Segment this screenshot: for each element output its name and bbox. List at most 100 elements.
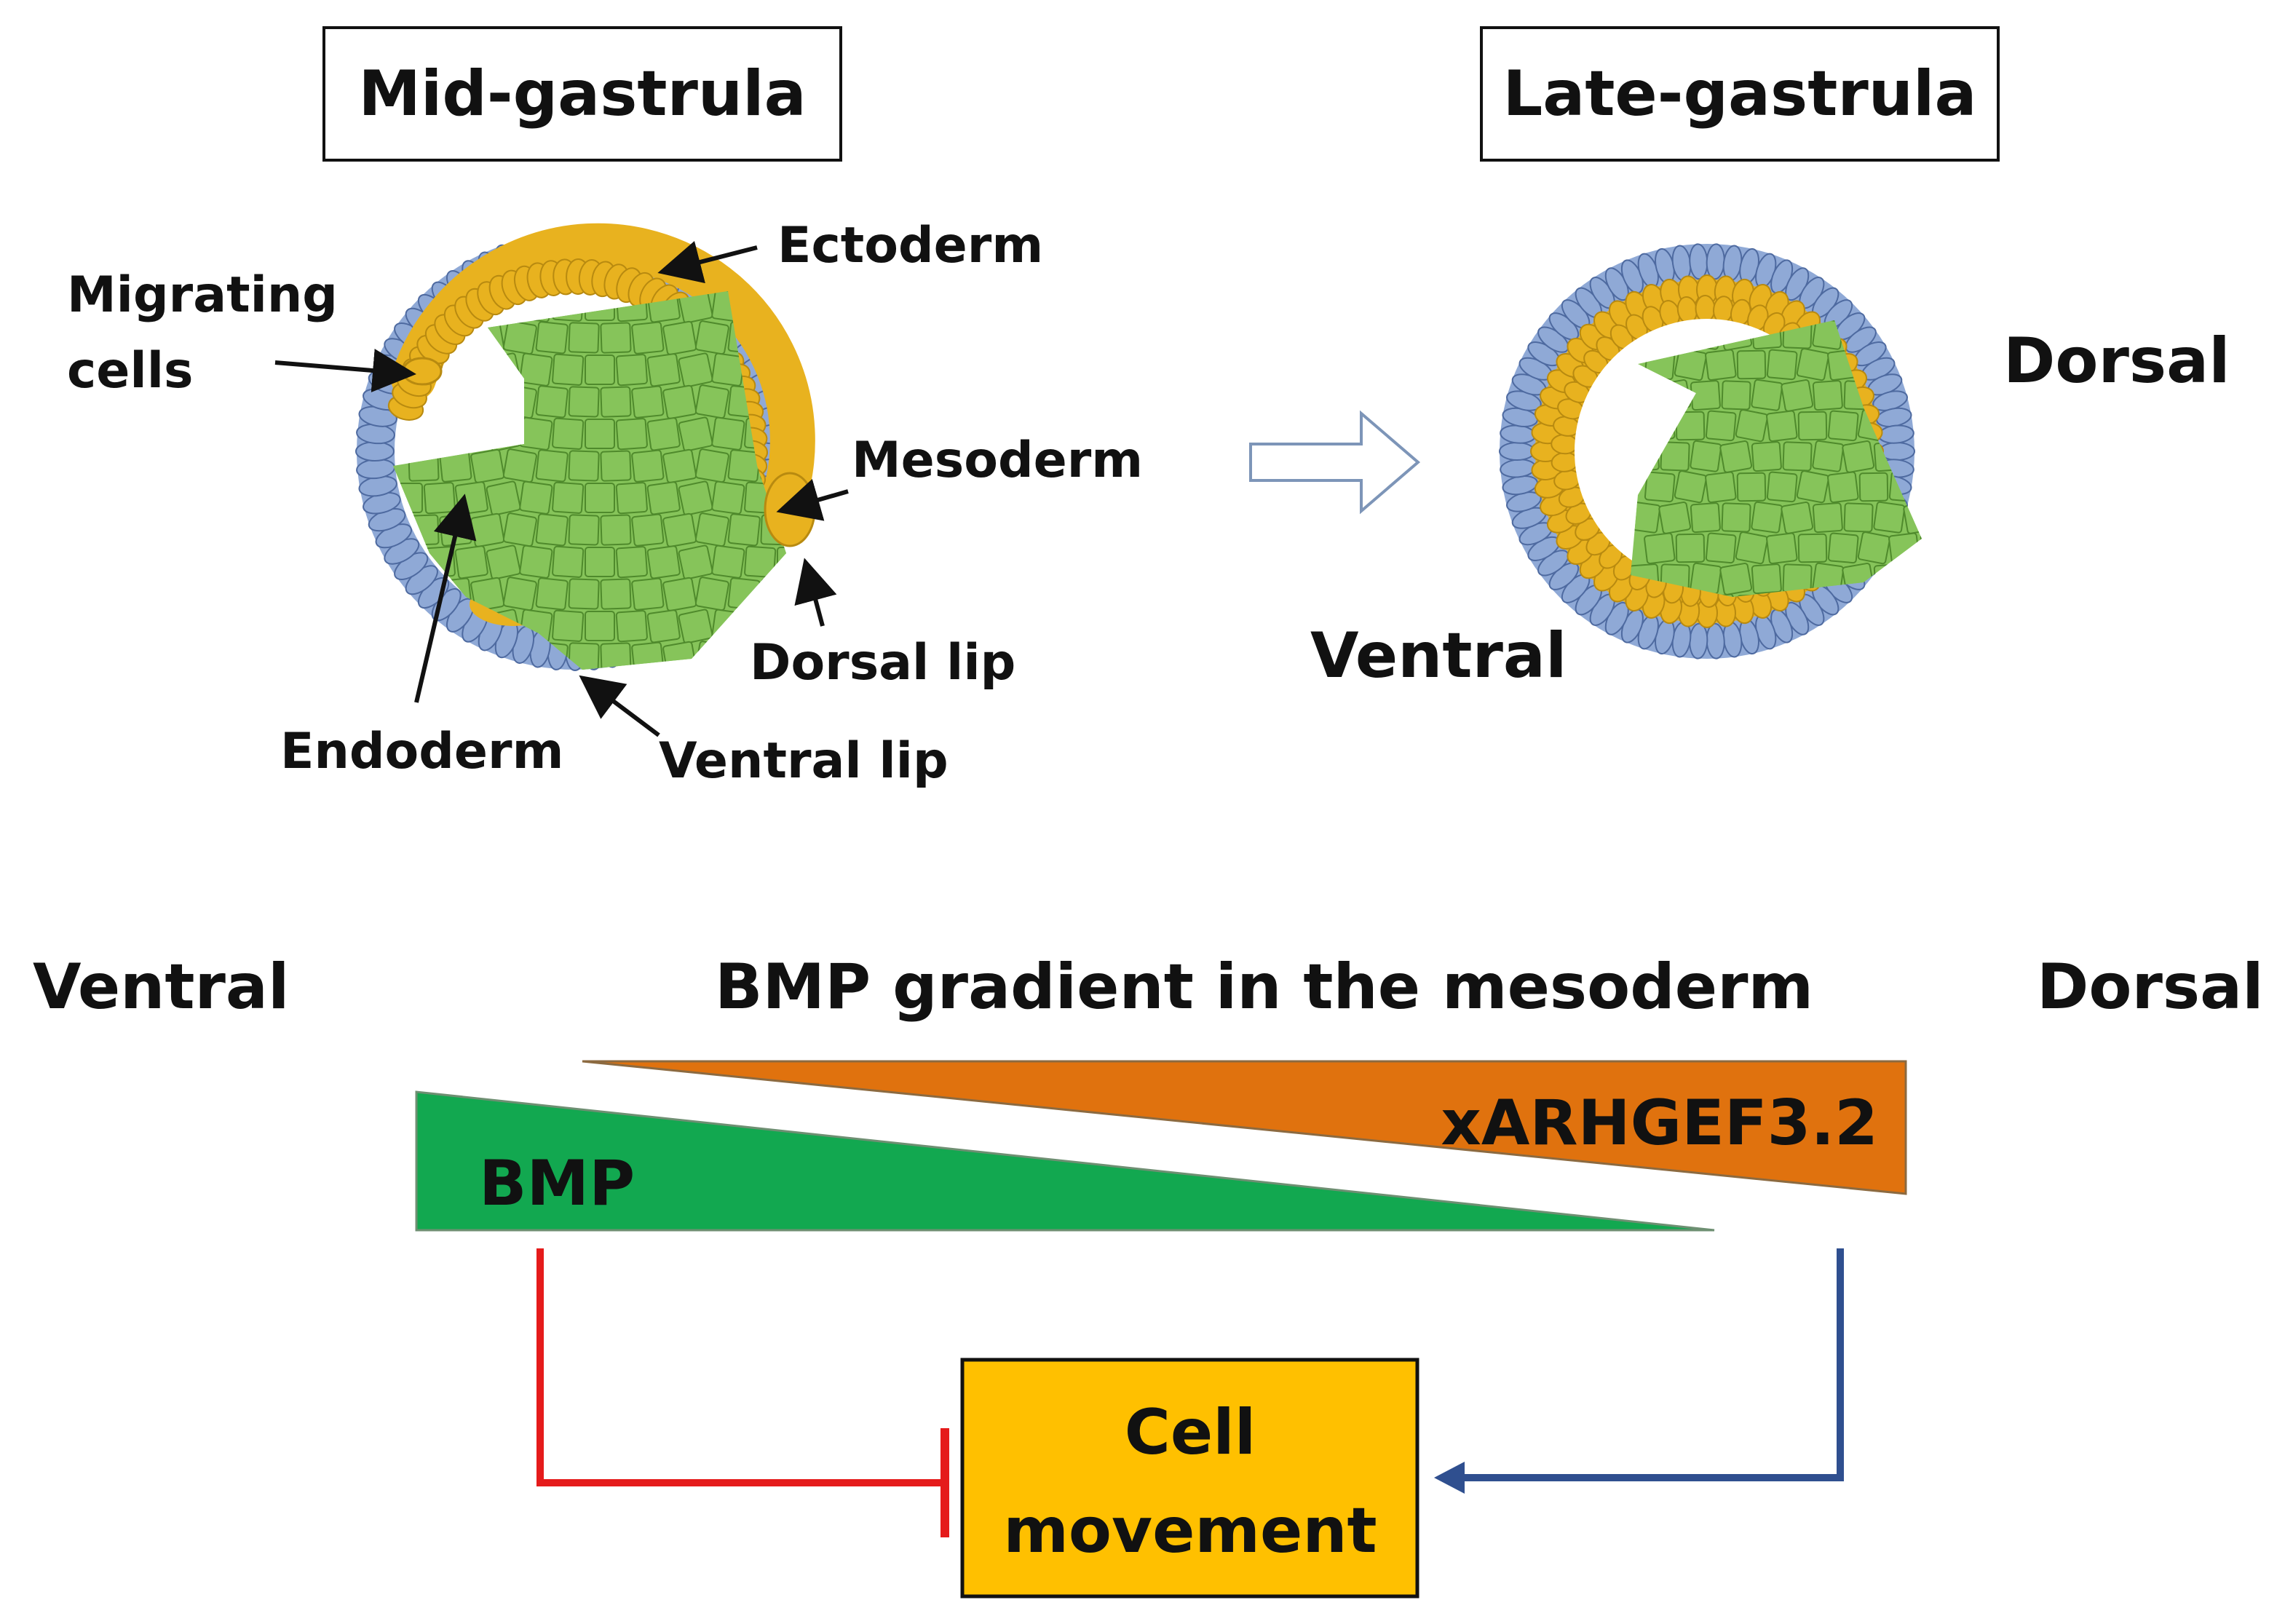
endoderm-cell	[760, 578, 786, 610]
late-gastrula-embryo	[1499, 243, 1922, 659]
endoderm-cell	[678, 352, 713, 388]
endoderm-cell	[694, 512, 729, 547]
endoderm-cell	[1797, 411, 1828, 441]
endoderm-cell	[617, 675, 648, 706]
endoderm-cell	[502, 320, 537, 355]
arrow-endoderm	[414, 494, 477, 703]
endoderm-cell	[535, 321, 569, 354]
arrow-ectoderm	[657, 241, 758, 284]
endoderm-cell	[1827, 471, 1859, 503]
endoderm-cell	[615, 354, 648, 387]
endoderm-cell	[552, 481, 585, 514]
endoderm-cell	[1675, 533, 1706, 563]
endoderm-cell	[727, 513, 761, 547]
endoderm-cell	[486, 480, 521, 516]
endoderm-cell	[744, 545, 777, 578]
endoderm-cell	[777, 291, 786, 321]
endoderm-cell	[694, 320, 729, 355]
late-ectoderm-cells	[1499, 243, 1915, 659]
endoderm-cell	[1920, 533, 1922, 563]
endoderm-cell	[711, 480, 745, 515]
endoderm-cell	[1843, 502, 1874, 533]
endoderm-cell	[470, 512, 505, 547]
endoderm-cell	[519, 544, 553, 579]
endoderm-cell	[1735, 531, 1769, 565]
endoderm-cell	[439, 641, 472, 670]
endoderm-cell	[662, 320, 697, 355]
endoderm-cell	[600, 642, 632, 670]
endoderm-cell	[519, 352, 553, 387]
arrow-migrating-cells	[274, 349, 416, 392]
endoderm-cell	[1736, 349, 1767, 380]
endoderm-cell	[568, 578, 600, 610]
endoderm-cell	[1766, 349, 1798, 381]
endoderm-cell	[502, 448, 537, 483]
endoderm-cell	[646, 481, 681, 515]
endoderm-cell	[1719, 440, 1753, 473]
endoderm-cell	[1920, 411, 1922, 441]
endoderm-cell	[519, 480, 553, 515]
endoderm-cell	[568, 514, 600, 546]
endoderm-cell	[568, 450, 600, 482]
endoderm-cell	[1827, 532, 1859, 564]
endoderm-cell	[1721, 380, 1751, 411]
endoderm-cell	[678, 480, 713, 516]
endoderm-cell	[694, 384, 729, 419]
endoderm-cell	[502, 577, 537, 611]
endoderm-cell	[600, 514, 632, 546]
endoderm-cell	[615, 482, 648, 515]
endoderm-cell	[585, 547, 615, 577]
endoderm-cell	[519, 416, 553, 451]
endoderm-cell	[1705, 349, 1737, 381]
endoderm-cell	[631, 449, 665, 483]
endoderm-cell	[1690, 502, 1721, 534]
arrow-dorsal-lip	[794, 558, 837, 627]
ectoderm-cell	[1499, 442, 1535, 461]
cell-movement-line2: movement	[1003, 1494, 1377, 1567]
endoderm-cell	[1888, 593, 1920, 597]
endoderm-cell	[454, 545, 488, 579]
endoderm-cell	[1766, 410, 1798, 442]
label-mesoderm: Mesoderm	[852, 432, 1143, 489]
late-gastrula-title-box: Late-gastrula	[1480, 26, 2000, 162]
endoderm-cell	[647, 674, 680, 707]
bmp-inhibition-line	[536, 1248, 945, 1486]
endoderm-cell	[393, 611, 423, 641]
endoderm-cell	[1735, 409, 1769, 443]
endoderm-cell	[646, 545, 681, 579]
label-ectoderm: Ectoderm	[777, 217, 1043, 274]
endoderm-cell	[1658, 502, 1692, 534]
endoderm-cell	[631, 577, 665, 611]
endoderm-cell	[1751, 563, 1782, 595]
endoderm-cell	[535, 513, 569, 547]
mid-gastrula-title: Mid-gastrula	[358, 58, 806, 130]
label-ventral-lip: Ventral lip	[659, 732, 949, 790]
endoderm-cell	[662, 384, 697, 419]
endoderm-cell	[1705, 471, 1737, 503]
ectoderm-cell	[355, 441, 395, 462]
endoderm-cell	[1812, 440, 1845, 472]
endoderm-cell	[552, 545, 585, 578]
endoderm-cell	[1812, 380, 1843, 411]
endoderm-cell	[662, 512, 697, 547]
bmp-gradient-triangle	[415, 1090, 1715, 1232]
endoderm-cell	[615, 546, 648, 579]
endoderm-cell	[585, 483, 615, 513]
endoderm-cell	[486, 544, 521, 580]
endoderm-cell	[1827, 410, 1859, 442]
label-migrating: Migrating	[67, 266, 338, 324]
endoderm-cell	[1918, 470, 1922, 504]
endoderm-cell	[1858, 472, 1889, 502]
gradient-ventral-label: Ventral	[33, 951, 289, 1023]
endoderm-cell	[486, 673, 520, 708]
endoderm-cell	[1873, 501, 1906, 534]
arrow-mesoderm	[776, 478, 849, 521]
endoderm-cell	[1721, 502, 1751, 533]
endoderm-cell	[1690, 440, 1722, 472]
endoderm-cell	[1660, 441, 1690, 472]
endoderm-cell	[585, 611, 615, 641]
endoderm-cell	[585, 354, 615, 385]
endoderm-cell	[1796, 470, 1830, 504]
endoderm-cell	[1873, 563, 1904, 595]
endoderm-cell	[711, 416, 745, 451]
